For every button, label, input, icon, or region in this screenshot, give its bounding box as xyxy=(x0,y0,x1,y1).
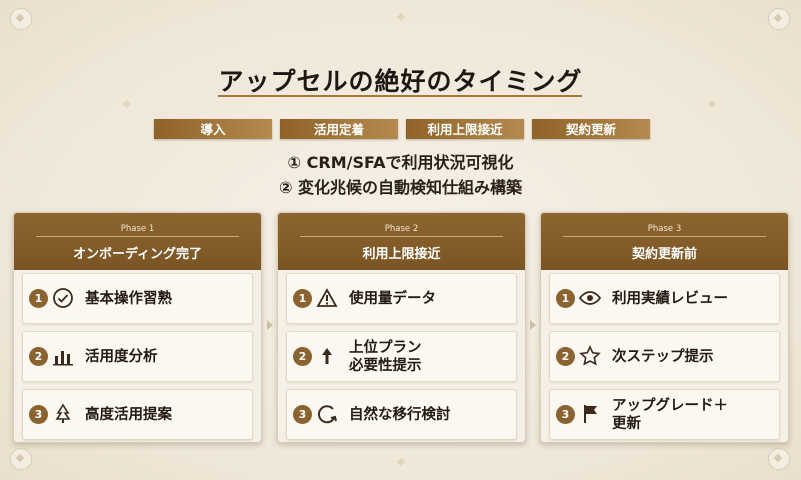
phase-title: オンボーディング完了 xyxy=(72,247,203,262)
corner-ornament-top-left xyxy=(10,8,32,30)
item-text: 次ステップ提示 xyxy=(612,348,714,365)
item-text: 使用量データ xyxy=(349,290,436,307)
phase-label: Phase 3 xyxy=(647,224,682,234)
transition-icon xyxy=(318,405,337,424)
phase-divider xyxy=(36,236,239,237)
phase-title: 契約更新前 xyxy=(631,247,697,262)
flag-icon xyxy=(584,405,597,423)
warning-icon xyxy=(316,288,338,307)
phase-item: 3 自然な移行検討 xyxy=(286,389,517,440)
item-text: アップグレード＋ 更新 xyxy=(612,397,728,432)
item-text: 上位プラン 必要性提示 xyxy=(349,339,422,374)
phase-divider xyxy=(563,236,766,237)
phase-card-1: Phase 1 オンボーディング完了 1 基本操作習熟 2 活用度分析 3 高度… xyxy=(13,212,262,443)
phase-item: 2 次ステップ提示 xyxy=(549,331,780,382)
phase-item: 2 活用度分析 xyxy=(22,331,253,382)
arrow-up-icon xyxy=(322,348,332,364)
phase-card-3: Phase 3 契約更新前 1 利用実績レビュー 2 次ステップ提示 3 アップ… xyxy=(540,212,789,443)
phase-item: 1 基本操作習熟 xyxy=(22,273,253,324)
step-number: 3 xyxy=(556,405,575,424)
title-underline xyxy=(218,95,582,97)
phase-card-2: Phase 2 利用上限接近 1 使用量データ 2 上位プラン 必要性提示 3 … xyxy=(277,212,526,443)
phase-header: Phase 3 契約更新前 xyxy=(541,213,788,270)
phase-title: 利用上限接近 xyxy=(362,247,441,262)
item-text: 基本操作習熟 xyxy=(85,290,172,307)
item-text: 自然な移行検討 xyxy=(349,406,451,423)
phase-item: 1 使用量データ xyxy=(286,273,517,324)
step-number: 1 xyxy=(29,289,48,308)
phase-divider xyxy=(300,236,503,237)
corner-ornament-top-right xyxy=(768,8,790,30)
step-number: 2 xyxy=(293,347,312,366)
step-number: 3 xyxy=(293,405,312,424)
stage-label: 利用上限接近 xyxy=(406,119,524,139)
phase-item: 2 上位プラン 必要性提示 xyxy=(286,331,517,382)
phase-label: Phase 2 xyxy=(384,224,419,234)
goal-line: ② 変化兆候の自動検知仕組み構築 xyxy=(278,178,523,197)
item-text: 利用実績レビュー xyxy=(612,290,728,307)
item-text: 活用度分析 xyxy=(85,348,158,365)
tree-icon xyxy=(55,403,71,423)
flow-arrow xyxy=(530,320,536,330)
phase-header: Phase 2 利用上限接近 xyxy=(278,213,525,270)
phase-item: 3 高度活用提案 xyxy=(22,389,253,440)
goals: ① CRM/SFAで利用状況可視化 ② 変化兆候の自動検知仕組み構築 xyxy=(0,150,801,200)
step-number: 1 xyxy=(293,289,312,308)
phase-item: 3 アップグレード＋ 更新 xyxy=(549,389,780,440)
item-text: 高度活用提案 xyxy=(85,406,172,423)
phase-header: Phase 1 オンボーディング完了 xyxy=(14,213,261,270)
step-number: 3 xyxy=(29,405,48,424)
stage-label: 導入 xyxy=(154,119,272,139)
star-icon xyxy=(579,345,601,366)
corner-ornament-bottom-right xyxy=(768,448,790,470)
goal-line: ① CRM/SFAで利用状況可視化 xyxy=(287,153,514,172)
check-circle-icon xyxy=(53,288,73,308)
bar-chart-icon xyxy=(53,351,73,366)
phase-item: 1 利用実績レビュー xyxy=(549,273,780,324)
step-number: 2 xyxy=(29,347,48,366)
eye-icon xyxy=(578,291,602,305)
step-number: 1 xyxy=(556,289,575,308)
step-number: 2 xyxy=(556,347,575,366)
stage-label: 契約更新 xyxy=(532,119,650,139)
corner-ornament-bottom-left xyxy=(10,448,32,470)
phase-label: Phase 1 xyxy=(120,224,155,234)
stage-label: 活用定着 xyxy=(280,119,398,139)
stage-bar: 導入 活用定着 利用上限接近 契約更新 xyxy=(154,119,650,139)
flow-arrow xyxy=(267,320,273,330)
page-title: アップセルの絶好のタイミング xyxy=(218,67,583,96)
